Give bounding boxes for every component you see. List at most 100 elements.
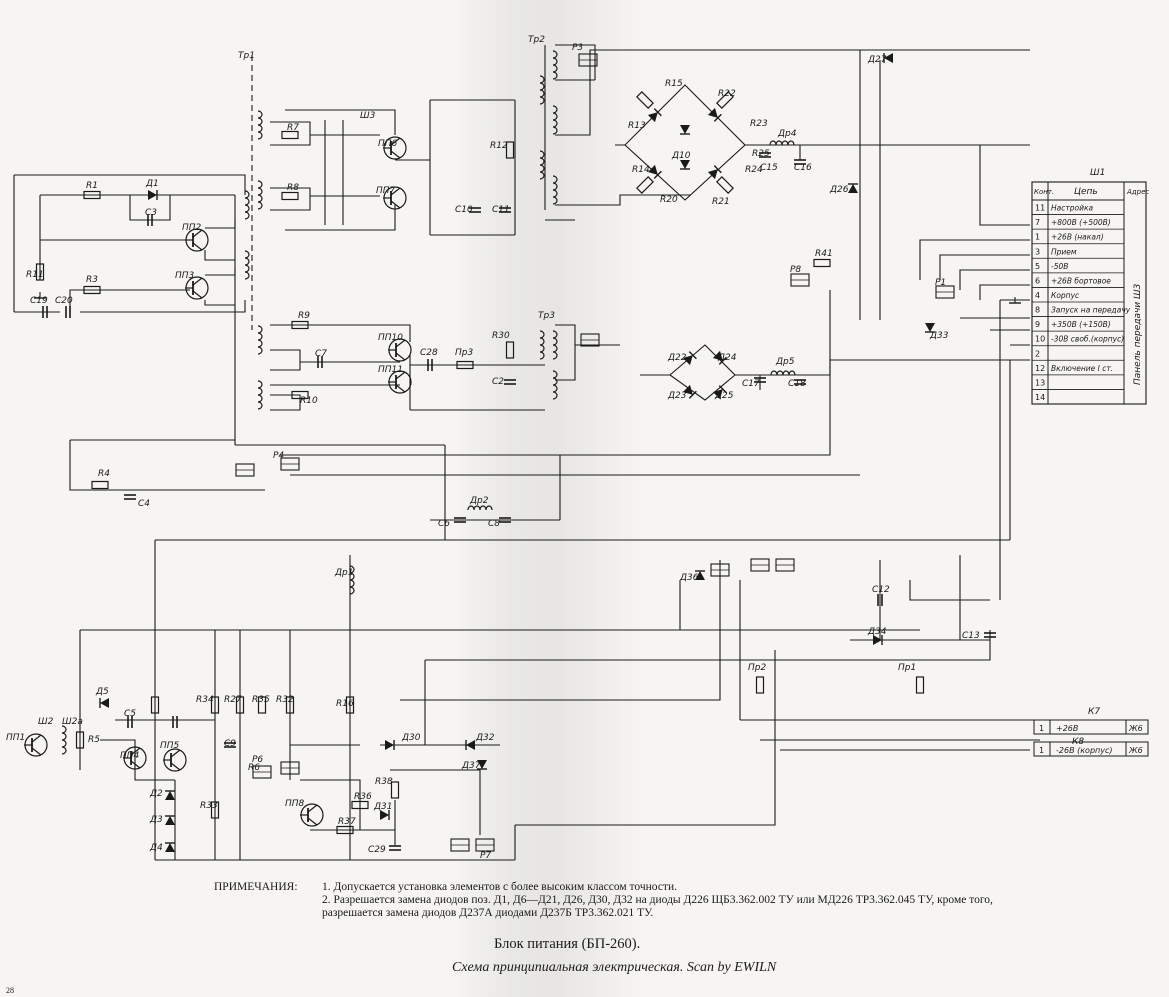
- table-row-pin: 1: [1035, 233, 1040, 242]
- label-r3: R3: [86, 275, 98, 285]
- label-r32: R32: [276, 695, 294, 705]
- label-c10: С10: [455, 205, 473, 215]
- notes-block: ПРИМЕЧАНИЯ: 1. Допускается установка эле…: [214, 881, 1004, 920]
- label-pp11: ПП11: [378, 365, 403, 375]
- label-r34: R34: [196, 695, 214, 705]
- label-p6: Р6: [252, 755, 263, 765]
- label-d34: Д34: [867, 627, 887, 637]
- component-labels: Тр1 Тр2 Тр3 R1 Д1 С3 ПП2 ПП3 R3 R11 С19 …: [6, 35, 980, 861]
- label-r25: R25: [752, 149, 770, 159]
- label-d24: Д24: [717, 353, 737, 363]
- label-pp5: ПП5: [160, 741, 180, 751]
- label-c3: С3: [145, 208, 157, 218]
- table-row-circuit: -50В: [1051, 262, 1068, 271]
- table-row-pin: 3: [1035, 247, 1040, 256]
- label-r6: R6: [248, 763, 260, 773]
- label-c20: С20: [55, 296, 73, 306]
- label-r24: R24: [745, 165, 763, 175]
- label-pp7: ПП7: [376, 186, 396, 196]
- k7-label: К7: [1088, 707, 1100, 717]
- label-c13: С13: [962, 631, 980, 641]
- header-circuit: Цепь: [1074, 187, 1098, 197]
- label-d33: Д33: [929, 331, 949, 341]
- diagram-title: Блок питания (БП-260).: [494, 936, 641, 952]
- label-d36: Д36: [679, 573, 699, 583]
- table-row-circuit: -30В своб.(корпус): [1051, 335, 1124, 344]
- label-r22: R22: [718, 89, 736, 99]
- label-r15: R15: [665, 79, 683, 89]
- label-r41: R41: [815, 249, 833, 259]
- label-sh3: Ш3: [360, 111, 376, 121]
- label-r16: R16: [336, 699, 354, 709]
- label-tr3: Тр3: [538, 311, 555, 321]
- label-d5: Д5: [95, 687, 109, 697]
- connector-side-label: Панель передачи Ш3: [1133, 283, 1143, 385]
- table-row-pin: 5: [1035, 262, 1040, 271]
- table-row-pin: 4: [1035, 291, 1040, 300]
- label-d30: Д30: [401, 733, 421, 743]
- table-row-pin: 6: [1035, 276, 1040, 285]
- label-r7: R7: [287, 123, 299, 133]
- label-c28: С28: [420, 348, 438, 358]
- label-d32: Д32: [475, 733, 495, 743]
- label-p3: Р3: [572, 43, 583, 53]
- label-d3: Д3: [149, 815, 163, 825]
- subtitle-text: Схема принципиальная электрическая.: [452, 960, 684, 975]
- label-pp2: ПП2: [182, 223, 202, 233]
- label-pp10: ПП10: [378, 333, 403, 343]
- table-row-circuit: Включение І ст.: [1051, 364, 1113, 373]
- label-tr2: Тр2: [528, 35, 545, 45]
- k8-pin: 1: [1039, 746, 1044, 755]
- label-dr5: Др5: [775, 357, 795, 367]
- label-r36: R36: [354, 792, 372, 802]
- table-row-pin: 12: [1035, 364, 1045, 373]
- label-c2: С2: [492, 377, 504, 387]
- label-sh2: Ш2: [38, 717, 54, 727]
- label-d1: Д1: [145, 179, 159, 189]
- label-r20: R20: [660, 195, 678, 205]
- label-tr1: Тр1: [238, 51, 255, 61]
- label-p4: Р4: [273, 451, 284, 461]
- label-dr2: Др2: [469, 496, 489, 506]
- table-row-pin: 9: [1035, 320, 1040, 329]
- header-addr: Адрес: [1126, 188, 1149, 196]
- diagram-subtitle: Схема принципиальная электрическая. Scan…: [452, 960, 776, 976]
- label-c11: С11: [492, 205, 510, 215]
- label-r5: R5: [88, 735, 100, 745]
- label-r30: R30: [492, 331, 510, 341]
- label-pp8: ПП8: [285, 799, 305, 809]
- label-r11: R11: [26, 270, 44, 280]
- table-row-circuit: +800В (+500В): [1051, 218, 1111, 227]
- note-row-2: 2. Разрешается замена диодов поз. Д1, Д6…: [214, 894, 1004, 920]
- label-c6: С6: [438, 519, 450, 529]
- notes-header: ПРИМЕЧАНИЯ:: [214, 881, 298, 893]
- label-c12: С12: [872, 585, 890, 595]
- label-r37: R37: [338, 817, 356, 827]
- label-c17: С17: [742, 379, 760, 389]
- page-number: 28: [6, 986, 14, 995]
- label-c9: С9: [224, 739, 236, 749]
- circuit-schematic: Тр1 Тр2 Тр3 R1 Д1 С3 ПП2 ПП3 R3 R11 С19 …: [6, 35, 1149, 861]
- label-c18: С18: [788, 379, 806, 389]
- label-d4: Д4: [149, 843, 163, 853]
- k7-addr: Ж6: [1128, 724, 1143, 733]
- label-d27: Д27: [867, 55, 887, 65]
- table-row-circuit: Корпус: [1051, 291, 1080, 300]
- label-r4: R4: [98, 469, 110, 479]
- label-d31: Д31: [373, 802, 392, 812]
- label-sh2a: Ш2а: [62, 717, 83, 727]
- label-r38: R38: [375, 777, 393, 787]
- table-row-pin: 13: [1035, 378, 1045, 387]
- label-p7: Р7: [480, 851, 491, 861]
- label-c8: С8: [488, 519, 500, 529]
- label-d23: Д23: [667, 391, 687, 401]
- label-d2: Д2: [149, 789, 163, 799]
- table-row-circuit: Запуск на передачу: [1051, 306, 1131, 315]
- label-r14: R14: [632, 165, 650, 175]
- label-d26: Д26: [829, 185, 849, 195]
- note-1: 1. Допускается установка элементов с бол…: [322, 881, 677, 893]
- header-pin: Конт.: [1034, 188, 1054, 196]
- label-r33: R33: [200, 801, 218, 811]
- k8-addr: Ж6: [1128, 746, 1143, 755]
